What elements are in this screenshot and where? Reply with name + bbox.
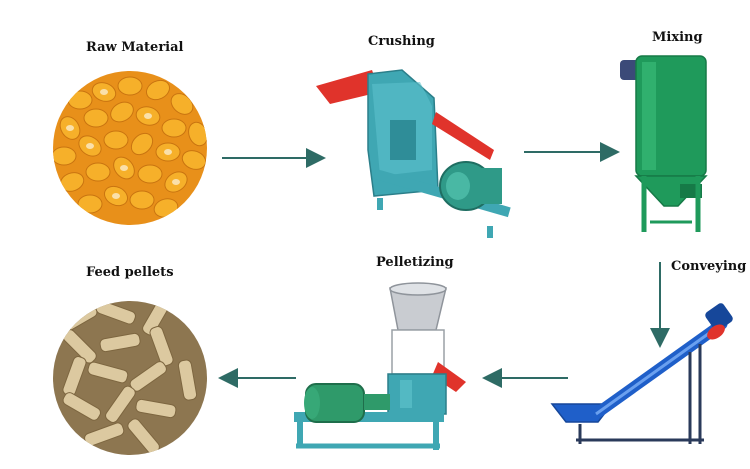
hammer-mill-crusher-icon: [316, 69, 511, 238]
step-label-conveying: Conveying: [671, 259, 747, 274]
feed-pellets-image: [53, 301, 207, 455]
flat-die-pellet-mill-icon: [294, 282, 466, 450]
step-label-raw-material: Raw Material: [86, 40, 184, 55]
screw-conveyor-icon: [550, 303, 733, 444]
step-label-mixing: Mixing: [652, 30, 703, 45]
step-label-pelletizing: Pelletizing: [376, 255, 454, 270]
step-label-crushing: Crushing: [368, 34, 435, 49]
vertical-mixer-icon: [620, 55, 708, 232]
step-label-feed-pellets: Feed pellets: [86, 265, 174, 280]
corn-kernels-image: [53, 71, 207, 225]
